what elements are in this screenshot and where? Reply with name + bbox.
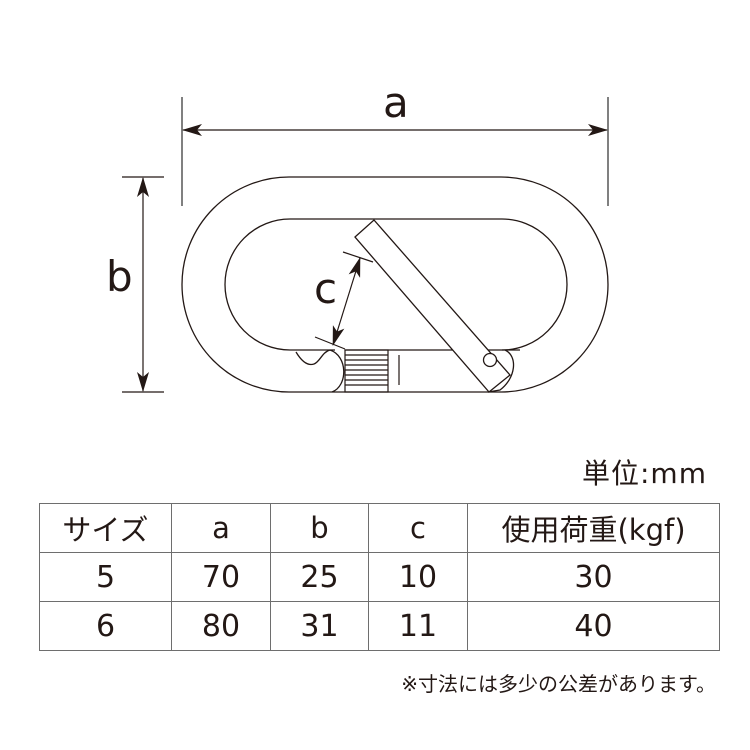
dimension-b-label: b <box>106 252 133 301</box>
table-row: 5 70 25 10 30 <box>39 552 720 602</box>
table-row: 6 80 31 11 40 <box>39 601 720 651</box>
header-a: a <box>171 503 271 553</box>
cell-c: 11 <box>368 601 468 651</box>
cell-working-load: 30 <box>467 552 720 602</box>
cell-working-load: 40 <box>467 601 720 651</box>
cell-a: 80 <box>171 601 271 651</box>
table-header-row: サイズ a b c 使用荷重(kgf) <box>39 503 720 553</box>
cell-c: 10 <box>368 552 468 602</box>
cell-b: 25 <box>270 552 369 602</box>
carabiner-diagram <box>122 97 609 393</box>
header-b: b <box>270 503 369 553</box>
gate-hook <box>295 349 345 393</box>
dimension-c <box>314 251 374 350</box>
header-c: c <box>368 503 468 553</box>
cell-size: 5 <box>39 552 172 602</box>
unit-note: 単位:mm <box>582 457 707 490</box>
spec-table: サイズ a b c 使用荷重(kgf) 5 70 25 10 30 6 80 3… <box>39 503 720 651</box>
cell-b: 31 <box>270 601 369 651</box>
dimension-a <box>181 97 609 206</box>
gate-arm <box>354 219 515 393</box>
dimension-a-label: a <box>383 78 409 127</box>
tolerance-footnote: ※寸法には多少の公差があります。 <box>401 672 716 696</box>
dimension-b <box>122 176 164 393</box>
carabiner-body <box>181 176 609 393</box>
header-working-load: 使用荷重(kgf) <box>467 503 720 553</box>
gate-sleeve <box>344 349 400 393</box>
header-size: サイズ <box>39 503 172 553</box>
cell-a: 70 <box>171 552 271 602</box>
dimension-c-label: c <box>314 264 338 313</box>
cell-size: 6 <box>39 601 172 651</box>
